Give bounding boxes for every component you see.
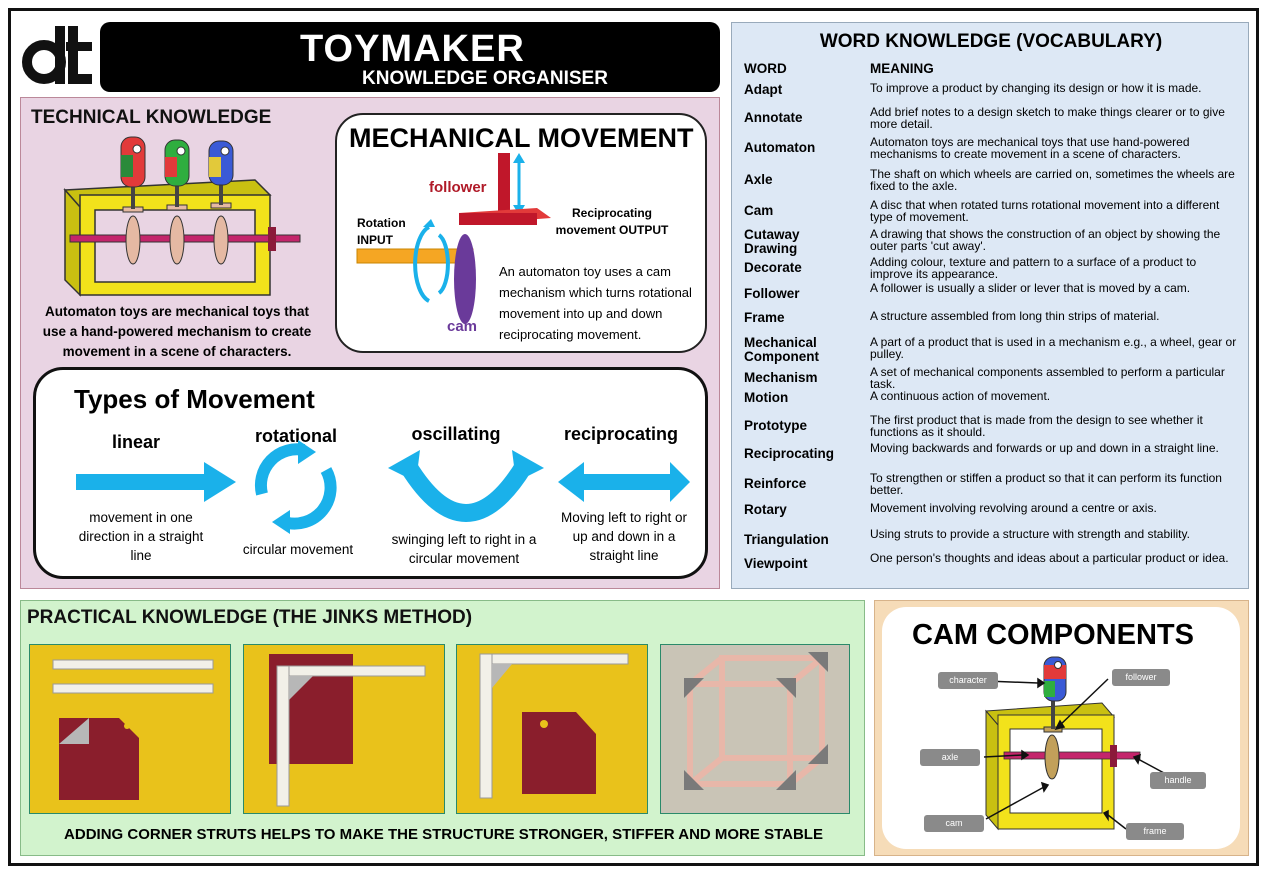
title-banner: TOYMAKER KNOWLEDGE ORGANISER: [100, 22, 720, 92]
cam-label: cam: [447, 318, 478, 335]
linear-description: movement in one direction in a straight …: [78, 510, 204, 563]
axle-tag: axle: [920, 749, 980, 766]
linear-label: linear: [111, 432, 161, 452]
rotational-arrow-icon: [254, 443, 337, 530]
vocabulary-meaning: Adding colour, texture and pattern to a …: [870, 255, 1197, 281]
vocabulary-word: Viewpoint: [744, 556, 808, 571]
output-label: Reciprocating movement OUTPUT: [555, 206, 669, 237]
oscillating-label: oscillating: [411, 424, 501, 444]
rotational-label: rotational: [254, 426, 337, 446]
follower-label: follower: [429, 179, 487, 196]
cam-mechanism-diagram: [356, 153, 551, 324]
vocabulary-meaning: A part of a product that is used in a me…: [870, 335, 1237, 361]
types-of-movement-box: Types of Movement linear rotational osci…: [33, 367, 708, 579]
rotation-input-label: Rotation INPUT: [357, 216, 406, 247]
vocabulary-word: Prototype: [744, 418, 808, 433]
page-border: [8, 8, 1259, 866]
automaton-toy-illustration: [63, 136, 301, 297]
frame-tag: frame: [1126, 823, 1184, 840]
word-column-header: WORD: [744, 61, 787, 76]
vocabulary-word: Automaton: [744, 140, 816, 155]
vocabulary-word: Reciprocating: [744, 446, 835, 461]
reciprocating-description: Moving left to right or up and down in a…: [560, 510, 688, 563]
jinks-photo-2: [243, 644, 445, 814]
vocabulary-meaning: A follower is usually a slider or lever …: [870, 281, 1191, 295]
rotational-description: circular movement: [242, 542, 354, 557]
vocabulary-meaning: Movement involving revolving around a ce…: [870, 501, 1157, 515]
vocabulary-meaning: A disc that when rotated turns rotationa…: [870, 198, 1220, 224]
vocabulary-meaning: Add brief notes to a design sketch to ma…: [870, 105, 1225, 131]
vocabulary-word: Rotary: [744, 502, 787, 517]
cam-components-title: CAM COMPONENTS: [912, 619, 1194, 651]
mechanical-movement-box: MECHANICAL MOVEMENT follower Rotation IN…: [335, 113, 707, 353]
character-tag: character: [938, 672, 998, 689]
practical-heading: PRACTICAL KNOWLEDGE (THE JINKS METHOD): [27, 607, 473, 628]
vocabulary-meaning: A continuous action of movement.: [870, 389, 1051, 403]
practical-caption: ADDING CORNER STRUTS HELPS TO MAKE THE S…: [64, 826, 823, 843]
vocabulary-meaning: One person's thoughts and ideas about a …: [870, 551, 1229, 565]
vocabulary-word: Adapt: [744, 82, 783, 97]
mechanical-description: An automaton toy uses a cam mechanism wh…: [499, 264, 692, 342]
vocabulary-meaning: To strengthen or stiffen a product so th…: [870, 471, 1222, 497]
vocabulary-meaning: A structure assembled from long thin str…: [870, 309, 1160, 323]
vocabulary-meaning: The first product that is made from the …: [870, 413, 1203, 439]
vocabulary-word: Triangulation: [744, 532, 829, 547]
linear-arrow-icon: [76, 462, 236, 502]
page-subtitle: KNOWLEDGE ORGANISER: [362, 68, 608, 89]
vocabulary-word: Reinforce: [744, 476, 807, 491]
vocabulary-meaning: Automaton toys are mechanical toys that …: [870, 135, 1190, 161]
meaning-column-header: MEANING: [870, 61, 934, 76]
technical-caption: Automaton toys are mechanical toys that …: [42, 304, 312, 359]
vocabulary-title: WORD KNOWLEDGE (VOCABULARY): [819, 31, 1163, 52]
vocabulary-word: Axle: [744, 172, 773, 187]
page-title: TOYMAKER: [300, 28, 525, 70]
jinks-photo-1: [29, 644, 231, 814]
vocabulary-word: Follower: [744, 286, 800, 301]
vocabulary-meaning: A set of mechanical components assembled…: [870, 365, 1225, 391]
jinks-photo-3: [456, 644, 648, 814]
vocabulary-meaning: A drawing that shows the construction of…: [870, 227, 1221, 253]
vocabulary-word: Cutaway Drawing: [744, 227, 800, 256]
vocabulary-panel: WORD KNOWLEDGE (VOCABULARY) WORD MEANING…: [731, 22, 1249, 589]
cam-components-box: CAM COMPONENTS: [882, 607, 1240, 849]
dt-logo: [22, 22, 94, 92]
vocabulary-word: Frame: [744, 310, 785, 325]
technical-heading: TECHNICAL KNOWLEDGE: [31, 107, 272, 128]
types-title: Types of Movement: [74, 384, 315, 414]
mechanical-movement-title: MECHANICAL MOVEMENT: [349, 123, 694, 153]
vocabulary-word: Annotate: [744, 110, 803, 125]
jinks-photo-4: [660, 644, 850, 814]
follower-tag: follower: [1112, 669, 1170, 686]
vocabulary-word: Cam: [744, 203, 774, 218]
vocabulary-word: Mechanism: [744, 370, 818, 385]
oscillating-arrow-icon: [388, 450, 544, 522]
movement-arrows: [76, 440, 690, 534]
vocabulary-meaning: The shaft on which wheels are carried on…: [870, 167, 1235, 193]
vocabulary-meaning: To improve a product by changing its des…: [870, 81, 1202, 95]
cam-tag: cam: [924, 815, 984, 832]
vocabulary-meaning: Using struts to provide a structure with…: [870, 527, 1190, 541]
cam-components-diagram: [983, 656, 1165, 831]
oscillating-description: swinging left to right in a circular mov…: [391, 532, 537, 566]
vocabulary-meaning: Moving backwards and forwards or up and …: [870, 441, 1219, 455]
handle-tag: handle: [1150, 772, 1206, 789]
reciprocating-arrow-icon: [558, 462, 690, 502]
reciprocating-label: reciprocating: [563, 424, 679, 444]
vocabulary-word: Decorate: [744, 260, 802, 275]
vocabulary-word: Mechanical Component: [744, 335, 819, 364]
vocabulary-word: Motion: [744, 390, 789, 405]
